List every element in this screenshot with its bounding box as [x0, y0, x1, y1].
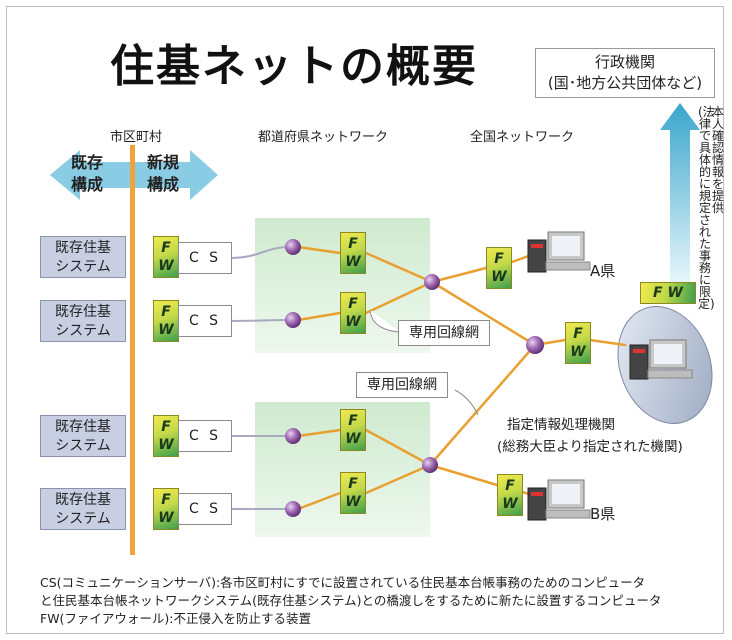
- cs-server-4: C S: [178, 493, 232, 525]
- vertical-note-sub: (法律で具体的に規定された事務に限定): [698, 105, 715, 311]
- designated-org-label: 指定情報処理機関 (総務大臣より指定された機関): [497, 417, 683, 455]
- legacy-system-4: 既存住基システム: [40, 488, 126, 530]
- node-3: [285, 428, 301, 444]
- government-line2: (国･地方公共団体など): [547, 74, 703, 92]
- footnote-cs: CS(コミュニケーションサーバ):各市区町村にすでに設置されている住民基本台帳事…: [40, 575, 646, 590]
- node-2: [285, 312, 301, 328]
- footnotes: CS(コミュニケーションサーバ):各市区町村にすでに設置されている住民基本台帳事…: [40, 574, 661, 628]
- cs-server-2: C S: [178, 305, 232, 337]
- cs-server-3: C S: [178, 420, 232, 452]
- link-cs1-node1: [229, 246, 291, 259]
- legacy-system-1: 既存住基システム: [40, 236, 126, 278]
- new-config-label: 新規 構成: [146, 153, 179, 194]
- computer-a-icon: [527, 231, 591, 273]
- column-national: 全国ネットワーク: [470, 130, 575, 145]
- up-arrow: [660, 103, 700, 282]
- government-line1: 行政機関: [594, 53, 655, 71]
- legacy-system-2: 既存住基システム: [40, 300, 126, 342]
- diagram-title: 住基ネットの概要: [110, 41, 478, 92]
- node-1: [285, 239, 301, 255]
- link-cs2-node2: [229, 319, 291, 322]
- node-national: [526, 336, 544, 354]
- firewall-government: F W: [640, 282, 696, 304]
- callout-tail-upper: [369, 309, 401, 333]
- legacy-system-3: 既存住基システム: [40, 415, 126, 457]
- footnote-fw: FW(ファイアウォール):不正侵入を防止する装置: [40, 611, 312, 626]
- node-4: [285, 501, 301, 517]
- municipal-boundary-line: [130, 145, 135, 555]
- designated-server-icon: [629, 339, 693, 380]
- dedicated-line-callout-lower: 専用回線網: [356, 372, 448, 398]
- computer-b-icon: [527, 479, 591, 521]
- prefecture-b-label: B県: [590, 505, 616, 523]
- column-municipal: 市区町村: [110, 130, 163, 145]
- diagram-frame: [6, 6, 724, 634]
- legacy-config-label: 既存 構成: [70, 153, 103, 194]
- node-pref-lower: [422, 457, 438, 473]
- column-prefectural: 都道府県ネットワーク: [258, 130, 389, 145]
- footnote-cs-cont: と住民基本台帳ネットワークシステム(既存住基システム)との橋渡しをするために新た…: [40, 593, 662, 608]
- cs-server-1: C S: [178, 242, 232, 274]
- dedicated-line-callout-upper: 専用回線網: [398, 320, 490, 346]
- node-pref-upper: [424, 274, 440, 290]
- callout-tail-lower: [454, 389, 479, 416]
- government-box: 行政機関 (国･地方公共団体など): [535, 48, 715, 98]
- vertical-note-main: 本人確認情報を提供: [711, 105, 724, 215]
- prefecture-a-label: A県: [590, 262, 616, 280]
